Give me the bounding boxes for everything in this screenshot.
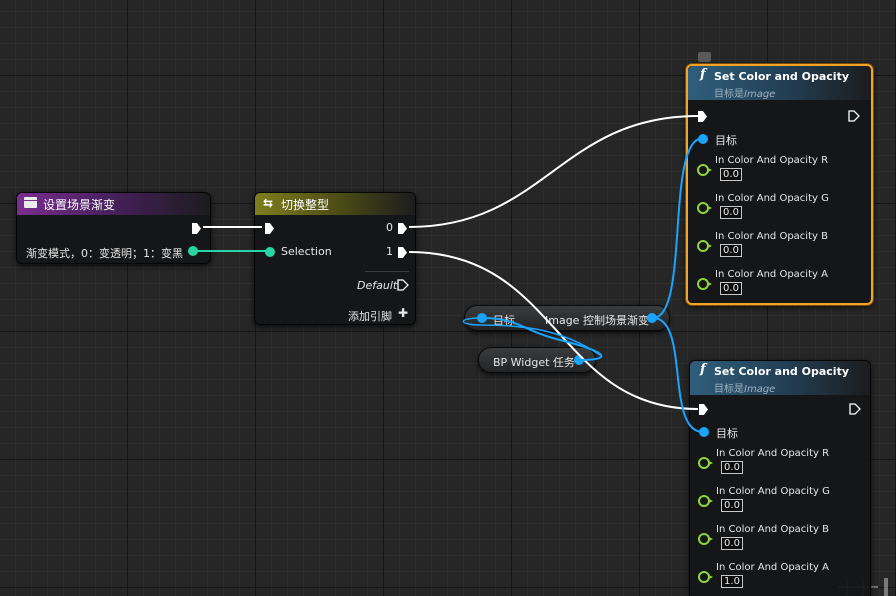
color-r-pin[interactable] [697,164,712,176]
node-set-scene-fade[interactable]: 设置场景渐变 渐变模式，0：变透明；1：变黑 [16,192,211,264]
node-get-image-variable[interactable]: 目标 Image 控制场景渐变 [464,305,670,331]
color-a-pin[interactable] [697,278,712,290]
node-bp-widget-task[interactable]: BP Widget 任务 [478,347,596,373]
color-a-label: In Color And Opacity A [716,562,829,573]
node-set-color-bottom[interactable]: f Set Color and Opacity 目标是Image 目标 In C… [689,360,871,596]
color-g-label: In Color And Opacity G [715,193,829,204]
color-g-pin[interactable] [698,495,713,507]
target-pin[interactable] [699,427,709,437]
default-label: Default [357,279,398,292]
color-r-input[interactable]: 0.0 [720,168,742,181]
exec-out-pin[interactable] [848,110,860,122]
case-0-label: 0 [386,221,393,234]
color-r-label: In Color And Opacity R [716,448,830,459]
bp-widget-output-pin[interactable] [574,355,584,365]
exec-out-pin[interactable] [849,403,861,415]
color-g-pin[interactable] [697,202,712,214]
color-g-input[interactable]: 0.0 [720,206,742,219]
fade-mode-label: 渐变模式，0：变透明；1：变黑 [26,247,183,260]
event-icon-stripe [24,200,37,201]
color-a-input[interactable]: 0.0 [720,282,742,295]
bp-widget-label: BP Widget 任务 [493,356,575,369]
target-label: 目标 [715,134,737,147]
node-title: 切换整型 [281,198,330,212]
color-b-pin[interactable] [697,240,712,252]
exec-in-pin[interactable] [698,111,707,122]
exec-in-pin[interactable] [265,223,274,234]
target-label: 目标 [716,427,738,440]
selection-pin[interactable] [265,247,275,257]
color-a-input[interactable]: 1.0 [721,575,743,588]
event-icon [24,197,37,208]
fade-mode-pin[interactable] [188,246,198,256]
getter-target-pin[interactable] [477,313,487,323]
node-subtitle: 目标是Image [714,89,776,100]
case-1-label: 1 [386,245,393,258]
getter-output-label: Image 控制场景渐变 [545,314,649,327]
node-header: ⇆ 切换整型 [255,193,415,215]
color-b-label: In Color And Opacity B [716,524,829,535]
case-1-exec-pin[interactable] [398,247,407,258]
node-header: f Set Color and Opacity 目标是Image [688,66,871,100]
color-b-input[interactable]: 0.0 [721,537,743,550]
getter-output-pin[interactable] [647,313,657,323]
target-pin[interactable] [698,134,708,144]
color-a-label: In Color And Opacity A [715,269,828,280]
add-pin-label[interactable]: 添加引脚 [348,310,392,323]
color-r-pin[interactable] [698,457,713,469]
node-subtitle: 目标是Image [714,384,776,395]
color-b-input[interactable]: 0.0 [720,244,742,257]
exec-out-pin[interactable] [192,223,201,234]
function-icon: f [700,362,706,377]
exec-in-pin[interactable] [699,404,708,415]
add-pin-icon[interactable]: ✚ [398,306,409,320]
color-b-pin[interactable] [698,533,713,545]
node-header: 设置场景渐变 [17,193,210,215]
selection-label: Selection [281,245,332,258]
color-a-pin[interactable] [698,571,713,583]
function-icon: f [700,67,706,82]
node-set-color-top[interactable]: f Set Color and Opacity 目标是Image 目标 In C… [686,64,873,305]
switch-icon: ⇆ [263,196,274,210]
node-switch-on-int[interactable]: ⇆ 切换整型 0 Selection 1 Default 添加引脚 ✚ [254,192,416,325]
separator [365,271,409,272]
getter-target-label: 目标 [493,314,515,327]
default-exec-pin[interactable] [397,279,409,291]
color-r-label: In Color And Opacity R [715,155,829,166]
node-title: 设置场景渐变 [43,198,116,212]
color-r-input[interactable]: 0.0 [721,461,743,474]
node-title: Set Color and Opacity [714,365,850,378]
color-g-input[interactable]: 0.0 [721,499,743,512]
case-0-exec-pin[interactable] [398,223,407,234]
exec-wire-case0-to-top-set [408,115,699,228]
node-header: f Set Color and Opacity 目标是Image [690,361,870,395]
node-title: Set Color and Opacity [714,70,850,83]
comment-bubble-icon[interactable] [698,52,711,62]
color-g-label: In Color And Opacity G [716,486,830,497]
color-b-label: In Color And Opacity B [715,231,828,242]
